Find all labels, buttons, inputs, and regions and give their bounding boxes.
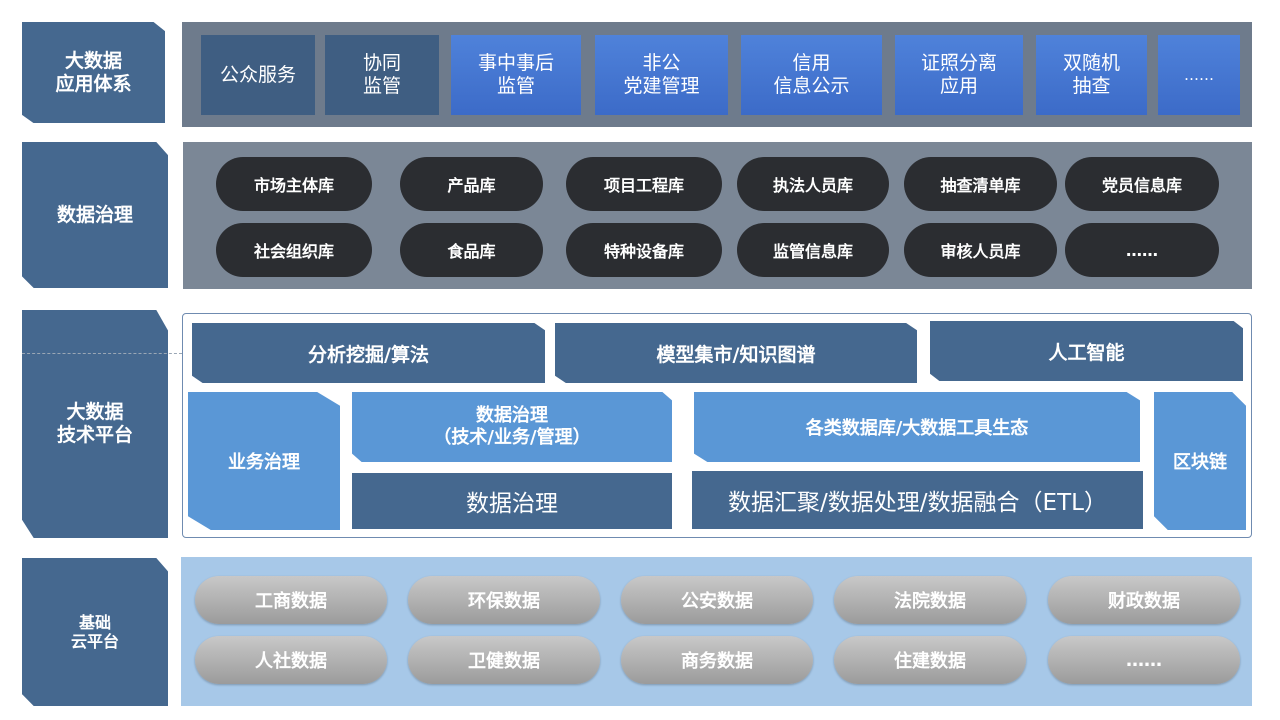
- db-label: 党员信息库: [1101, 176, 1182, 195]
- db-pill: 市场主体库: [216, 157, 372, 211]
- source-pill: 公安数据: [621, 576, 813, 624]
- db-label: 执法人员库: [772, 176, 853, 195]
- db-label: 特种设备库: [603, 242, 684, 261]
- db-pill: 抽查清单库: [904, 157, 1057, 211]
- source-label: 商务数据: [681, 651, 753, 672]
- db-label: 项目工程库: [603, 176, 684, 195]
- etl-label: 数据汇聚/数据处理/数据融合（ETL）: [728, 490, 1107, 516]
- source-pill: 工商数据: [195, 576, 387, 624]
- app-party-building[interactable]: 非公 党建管理: [595, 35, 728, 115]
- app-label: ……: [1184, 66, 1214, 84]
- model-market-module: 模型集市/知识图谱: [555, 323, 917, 383]
- db-pill: ……: [1065, 223, 1219, 277]
- analysis-label: 分析挖掘/算法: [308, 343, 429, 366]
- app-credit-disclosure[interactable]: 信用 信息公示: [741, 35, 882, 115]
- layer-label-cloud: 基础 云平台: [22, 558, 168, 706]
- db-pill: 特种设备库: [566, 223, 722, 277]
- source-label: ……: [1126, 649, 1162, 671]
- app-collaborative-supervision[interactable]: 协同 监管: [325, 35, 439, 115]
- db-label: 市场主体库: [253, 176, 334, 195]
- source-label: 公安数据: [681, 591, 753, 612]
- source-pill: 住建数据: [834, 636, 1026, 684]
- analysis-module: 分析挖掘/算法: [192, 323, 545, 383]
- etl-module: 数据汇聚/数据处理/数据融合（ETL）: [692, 471, 1143, 529]
- source-label: 环保数据: [468, 591, 540, 612]
- db-pill: 项目工程库: [566, 157, 722, 211]
- source-label: 人社数据: [255, 651, 327, 672]
- db-label: 社会组织库: [253, 242, 334, 261]
- source-pill: ……: [1048, 636, 1240, 684]
- business-governance-label: 业务治理: [228, 452, 300, 473]
- db-label: 监管信息库: [772, 242, 853, 261]
- layer-label-tech-text: 大数据 技术平台: [56, 401, 133, 446]
- layer-label-governance: 数据治理: [22, 142, 168, 288]
- app-label: 双随机 抽查: [1062, 52, 1120, 97]
- ai-module: 人工智能: [930, 321, 1243, 381]
- db-pill: 产品库: [400, 157, 543, 211]
- db-pill: 党员信息库: [1065, 157, 1219, 211]
- db-ecosystem-label: 各类数据库/大数据工具生态: [805, 418, 1029, 439]
- source-label: 卫健数据: [468, 651, 540, 672]
- data-governance-title-module: 数据治理 （技术/业务/管理）: [352, 392, 672, 462]
- blockchain-module: 区块链: [1154, 392, 1246, 530]
- db-pill: 审核人员库: [904, 223, 1057, 277]
- source-label: 财政数据: [1108, 591, 1180, 612]
- source-pill: 人社数据: [195, 636, 387, 684]
- source-pill: 法院数据: [834, 576, 1026, 624]
- app-random-inspection[interactable]: 双随机 抽查: [1036, 35, 1147, 115]
- blockchain-label: 区块链: [1173, 452, 1227, 473]
- db-label: ……: [1126, 240, 1158, 260]
- layer-label-cloud-text: 基础 云平台: [70, 612, 119, 651]
- app-label: 非公 党建管理: [623, 52, 700, 97]
- db-label: 食品库: [447, 242, 496, 261]
- db-label: 产品库: [447, 176, 496, 195]
- data-governance-module: 数据治理: [352, 473, 672, 529]
- ai-label: 人工智能: [1048, 341, 1125, 364]
- app-label: 公众服务: [219, 63, 296, 86]
- app-label: 协同 监管: [362, 52, 401, 97]
- db-label: 抽查清单库: [940, 176, 1021, 195]
- app-label: 事中事后 监管: [477, 52, 554, 97]
- dashed-connector: [22, 353, 182, 354]
- layer-label-tech: 大数据 技术平台: [22, 310, 168, 538]
- app-label: 信用 信息公示: [773, 52, 850, 97]
- layer-label-apps-text: 大数据 应用体系: [55, 49, 132, 95]
- layer-label-apps: 大数据 应用体系: [22, 22, 165, 123]
- app-in-post-supervision[interactable]: 事中事后 监管: [451, 35, 581, 115]
- model-market-label: 模型集市/知识图谱: [656, 343, 816, 366]
- data-governance-title-label: 数据治理 （技术/业务/管理）: [433, 404, 591, 449]
- source-label: 工商数据: [255, 591, 327, 612]
- source-label: 法院数据: [894, 591, 966, 612]
- data-governance-label: 数据治理: [466, 491, 558, 517]
- source-label: 住建数据: [894, 651, 966, 672]
- business-governance-module: 业务治理: [188, 392, 340, 530]
- app-public-service[interactable]: 公众服务: [201, 35, 315, 115]
- db-pill: 监管信息库: [737, 223, 889, 277]
- layer-label-governance-text: 数据治理: [56, 203, 133, 226]
- source-pill: 财政数据: [1048, 576, 1240, 624]
- db-pill: 社会组织库: [216, 223, 372, 277]
- db-label: 审核人员库: [940, 242, 1021, 261]
- app-license-separation[interactable]: 证照分离 应用: [895, 35, 1023, 115]
- db-pill: 食品库: [400, 223, 543, 277]
- source-pill: 环保数据: [408, 576, 600, 624]
- app-more[interactable]: ……: [1158, 35, 1240, 115]
- db-ecosystem-module: 各类数据库/大数据工具生态: [694, 392, 1140, 462]
- app-label: 证照分离 应用: [920, 52, 997, 97]
- source-pill: 商务数据: [621, 636, 813, 684]
- source-pill: 卫健数据: [408, 636, 600, 684]
- db-pill: 执法人员库: [737, 157, 889, 211]
